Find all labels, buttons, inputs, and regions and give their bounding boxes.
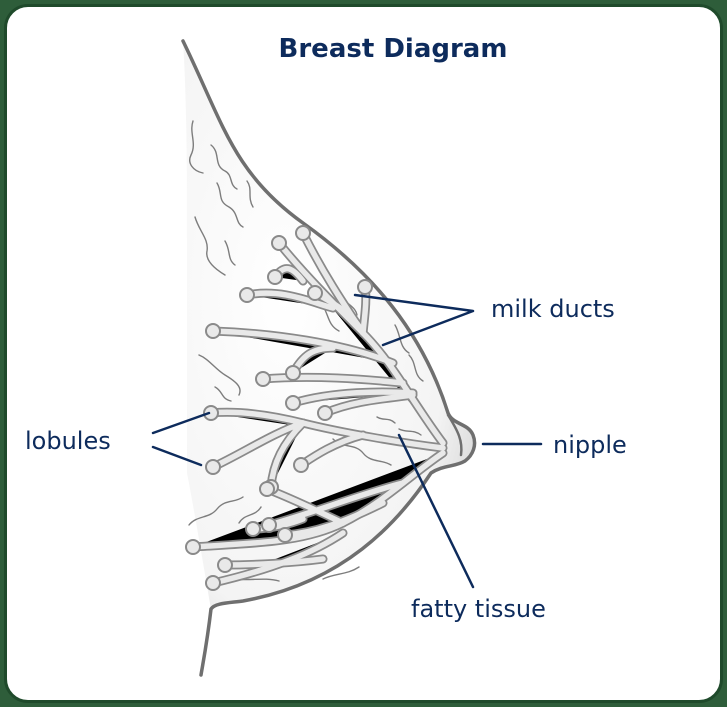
diagram-panel: Breast Diagram [4, 4, 723, 703]
label-nipple: nipple [553, 431, 627, 459]
breast-diagram-svg: Breast Diagram [7, 7, 720, 700]
label-fatty-tissue: fatty tissue [411, 595, 546, 623]
page-title: Breast Diagram [279, 34, 508, 64]
label-lobules: lobules [25, 427, 111, 455]
label-milk-ducts: milk ducts [491, 295, 615, 323]
